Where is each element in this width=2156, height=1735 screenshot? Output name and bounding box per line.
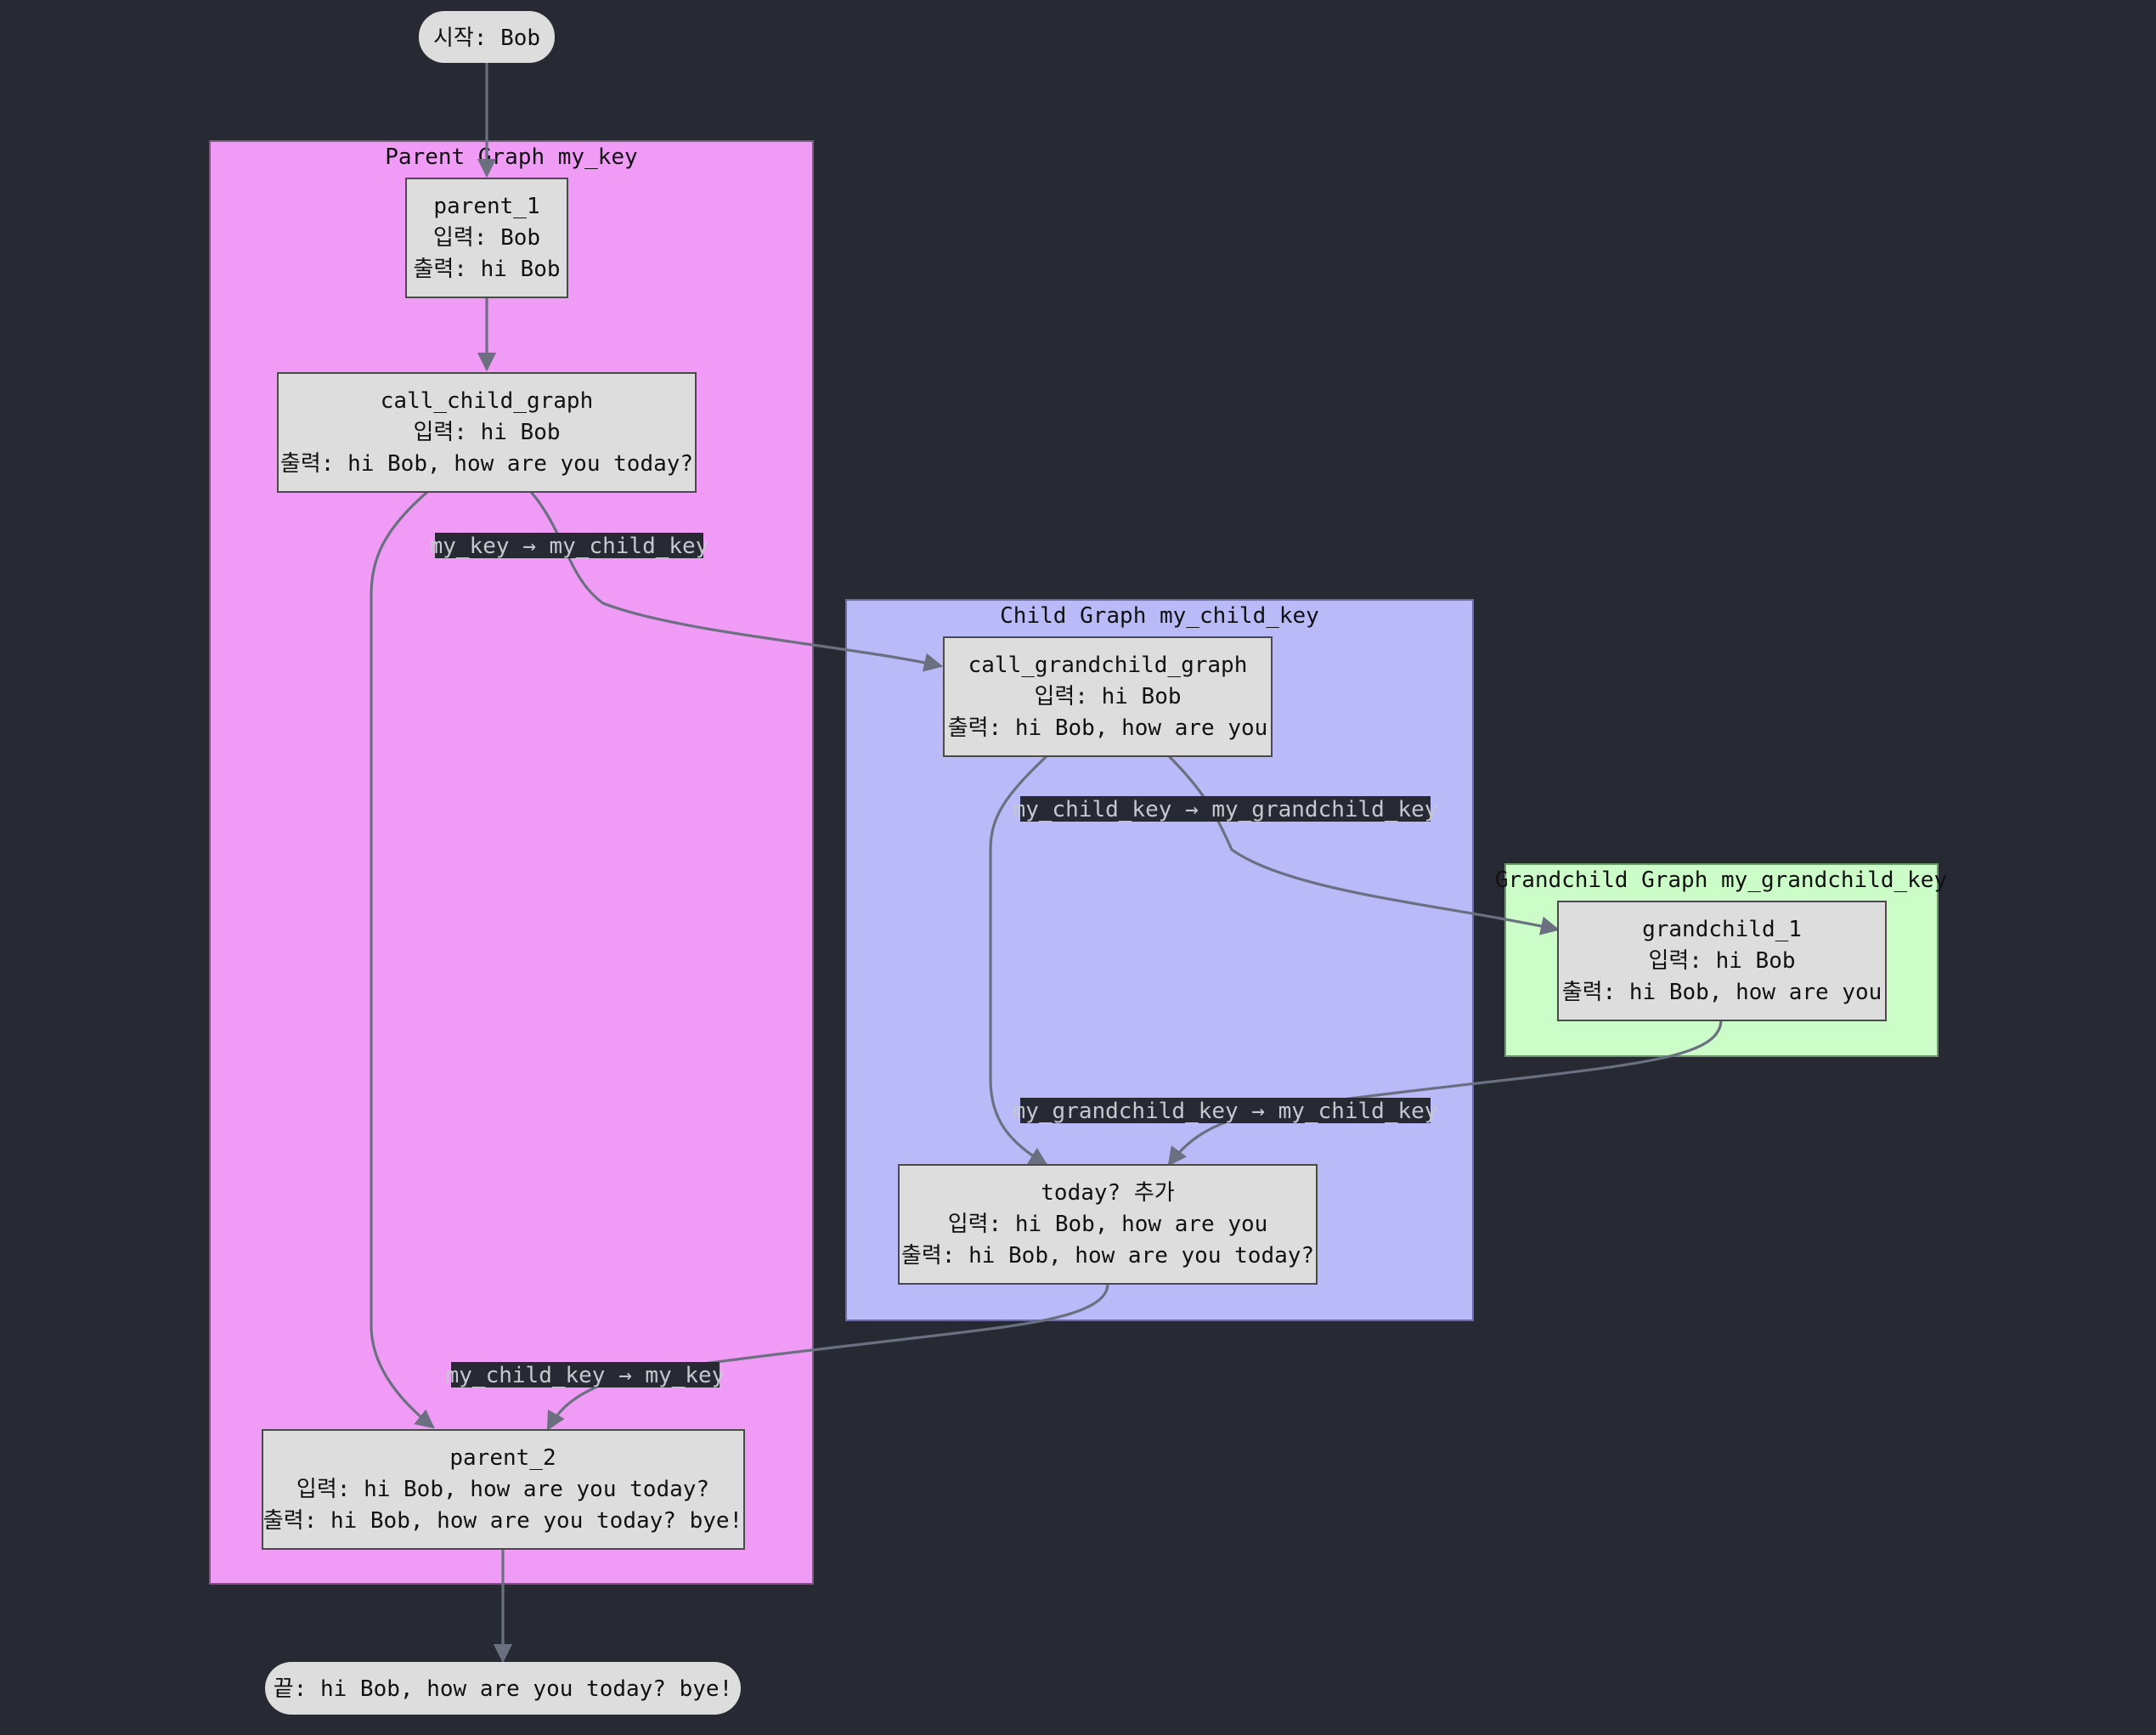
edge-label-from-grandchild-text: my_grandchild_key → my_child_key (1013, 1099, 1438, 1124)
grandchild-1-input: 입력: hi Bob (1648, 948, 1795, 974)
parent-graph-title: Parent Graph my_key (385, 144, 637, 170)
edge-label-from-child: my_child_key → my_key (446, 1362, 725, 1388)
today-add-input: 입력: hi Bob, how are you (948, 1212, 1268, 1237)
today-add-output: 출력: hi Bob, how are you today? (901, 1243, 1314, 1269)
parent-2-input: 입력: hi Bob, how are you today? (296, 1477, 709, 1502)
parent-1-name: parent_1 (433, 194, 539, 219)
grandchild-1-name: grandchild_1 (1642, 917, 1802, 942)
edge-grandchild-1-to-today-add (1167, 1019, 1723, 1167)
edge-label-to-grandchild: my_child_key → my_grandchild_key (1013, 796, 1438, 822)
call-child-graph-name: call_child_graph (381, 388, 593, 414)
today-add-name: today? 추가 (1041, 1180, 1174, 1206)
edge-label-to-child: my_key → my_child_key (430, 533, 709, 559)
parent-2-node: parent_2 입력: hi Bob, how are you today? … (262, 1429, 745, 1550)
parent-2-output: 출력: hi Bob, how are you today? bye! (263, 1508, 742, 1534)
edge-label-to-child-text: my_key → my_child_key (430, 534, 709, 559)
grandchild-1-output: 출력: hi Bob, how are you (1562, 980, 1882, 1005)
call-grandchild-graph-node: call_grandchild_graph 입력: hi Bob 출력: hi … (943, 636, 1273, 757)
edge-today-add-to-parent-2 (546, 1283, 1109, 1431)
parent-1-input: 입력: Bob (433, 225, 540, 251)
edge-call-grandchild-graph-to-today-add (989, 754, 1048, 1167)
call-child-graph-output: 출력: hi Bob, how are you today? (280, 451, 693, 477)
edge-label-to-grandchild-text: my_child_key → my_grandchild_key (1013, 797, 1438, 822)
grandchild-graph-title: Grandchild Graph my_grandchild_key (1495, 868, 1947, 893)
edges (370, 63, 1723, 1664)
parent-2-name: parent_2 (449, 1445, 556, 1471)
parent-1-output: 출력: hi Bob (413, 257, 560, 282)
child-graph-title: Child Graph my_child_key (1000, 603, 1319, 629)
start-node-text: 시작: Bob (433, 25, 540, 51)
start-node: 시작: Bob (419, 11, 555, 63)
edge-label-from-child-text: my_child_key → my_key (446, 1363, 725, 1388)
edge-label-from-grandchild: my_grandchild_key → my_child_key (1013, 1098, 1438, 1124)
edge-call-grandchild-graph-to-grandchild-1 (1167, 754, 1561, 935)
parent-1-node: parent_1 입력: Bob 출력: hi Bob (405, 178, 568, 298)
call-grandchild-graph-output: 출력: hi Bob, how are you (948, 715, 1268, 741)
end-node-text: 끝: hi Bob, how are you today? bye! (274, 1676, 732, 1702)
call-grandchild-graph-name: call_grandchild_graph (968, 653, 1248, 678)
call-child-graph-node: call_child_graph 입력: hi Bob 출력: hi Bob, … (277, 372, 697, 493)
call-grandchild-graph-input: 입력: hi Bob (1034, 684, 1181, 709)
call-child-graph-input: 입력: hi Bob (413, 420, 560, 445)
edge-call-child-graph-to-parent-2 (370, 490, 435, 1429)
end-node: 끝: hi Bob, how are you today? bye! (265, 1662, 741, 1715)
today-add-node: today? 추가 입력: hi Bob, how are you 출력: hi… (898, 1164, 1318, 1285)
grandchild-1-node: grandchild_1 입력: hi Bob 출력: hi Bob, how … (1557, 901, 1887, 1021)
